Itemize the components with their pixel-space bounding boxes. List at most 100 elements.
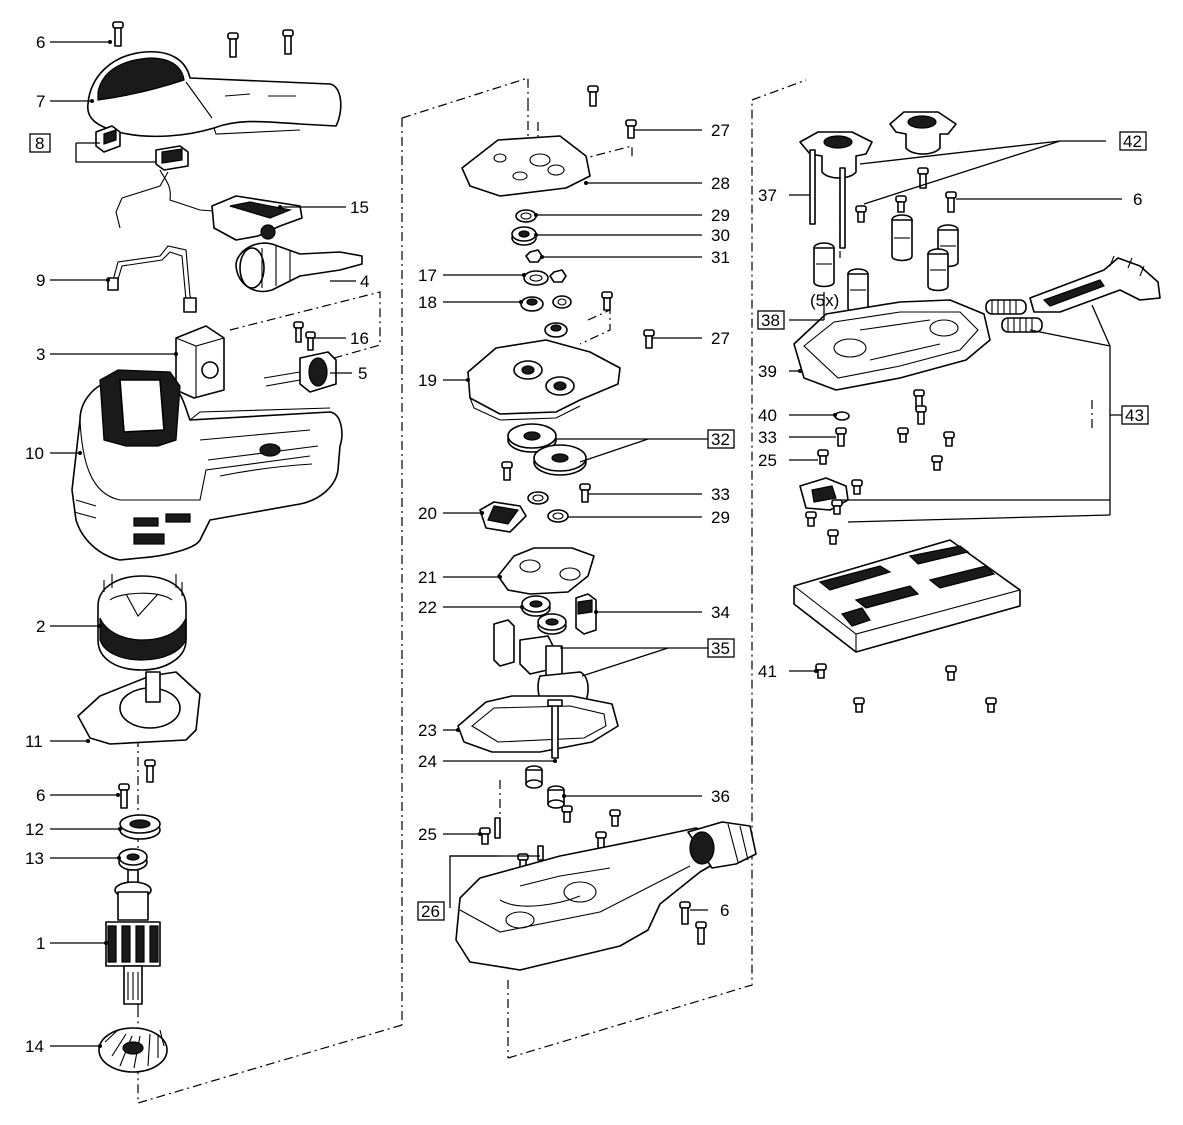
pad-carrier-39 (793, 299, 991, 391)
gears-32 (507, 423, 587, 476)
bearing-housing-42-a (799, 131, 873, 179)
screw-middle-2 (501, 461, 513, 481)
screw-middle-1 (601, 291, 613, 311)
screw-right-g (943, 431, 955, 447)
spring-43-b (1001, 317, 1043, 333)
damper-38-d (927, 248, 949, 292)
nut-31 (525, 249, 543, 263)
screw-right-f (897, 427, 909, 443)
washer-middle (527, 491, 549, 505)
callout-6-right: 6 (1133, 190, 1142, 209)
callout-40: 40 (758, 406, 777, 425)
callout-16: 16 (350, 329, 369, 348)
housing-cover-7 (87, 51, 342, 138)
callout-1: 1 (36, 934, 45, 953)
callout-32: 32 (711, 430, 730, 449)
fan-14 (98, 1027, 168, 1073)
screw-lower-a (561, 805, 573, 823)
callout-26: 26 (421, 902, 440, 921)
callout-6-bottom: 6 (720, 901, 729, 920)
screw-6-bottom-b (695, 921, 707, 945)
screw-25-right (817, 449, 829, 465)
pin-26-a (494, 817, 501, 839)
spring-43-a (985, 299, 1027, 315)
stator-2 (97, 574, 187, 671)
callout-39: 39 (758, 362, 777, 381)
bearing-middle (544, 322, 568, 338)
screw-right-a (855, 205, 867, 223)
callout-31: 31 (711, 248, 730, 267)
callout-28: 28 (711, 174, 730, 193)
callout-20: 20 (418, 504, 437, 523)
screw-top-middle-column (587, 85, 599, 107)
callout-33-right: 33 (758, 428, 777, 447)
screw-41-b (945, 665, 957, 681)
callout-23: 23 (418, 721, 437, 740)
callout-12: 12 (25, 820, 44, 839)
callout-22: 22 (418, 598, 437, 617)
clamp-parts (799, 477, 863, 545)
gasket-23 (457, 695, 619, 753)
block-34 (575, 593, 597, 635)
pin-24 (547, 699, 563, 759)
callout-5: 5 (358, 364, 367, 383)
leader-lines (50, 41, 1124, 1047)
callout-8-box: 8 (29, 133, 51, 153)
washer-17 (523, 269, 567, 286)
screw-top-middle (227, 32, 239, 58)
block-20 (479, 501, 527, 533)
switch-parts-8 (95, 125, 189, 171)
callout-41: 41 (758, 662, 777, 681)
switch-assembly-15 (115, 169, 303, 241)
bearing-30 (511, 226, 537, 246)
callout-25-right: 25 (758, 451, 777, 470)
callout-34: 34 (711, 603, 730, 622)
screw-33-middle (579, 483, 591, 503)
screw-lower-c (595, 831, 607, 849)
damper-38-a (813, 242, 835, 288)
callout-7: 7 (36, 92, 45, 111)
armature-1 (105, 869, 161, 1005)
screw-27-middle (643, 329, 655, 349)
callout-15: 15 (350, 198, 369, 217)
callout-42-box: 42 (1119, 131, 1147, 151)
pin-26-b (537, 845, 544, 861)
module-3 (175, 325, 225, 399)
callout-21: 21 (418, 568, 437, 587)
callout-38: 38 (761, 311, 780, 330)
callout-24: 24 (418, 752, 437, 771)
callout-29-lower: 29 (711, 508, 730, 527)
screw-25-lower (479, 827, 491, 845)
callout-labels: 6 7 8 15 9 4 16 3 5 10 2 11 6 12 13 1 14… (25, 33, 1149, 1056)
sanding-pad (793, 539, 1021, 653)
callout-11: 11 (25, 732, 43, 751)
callout-2: 2 (36, 617, 45, 636)
callout-43: 43 (1125, 406, 1144, 425)
motor-housing-10 (71, 369, 343, 561)
plate-28 (461, 135, 591, 197)
callout-32-box: 32 (707, 429, 735, 449)
callout-27-middle: 27 (711, 329, 730, 348)
link-21 (497, 547, 595, 595)
eccentric-shafts-35 (493, 619, 589, 709)
damper-38-b (891, 214, 913, 262)
connector-5 (263, 351, 337, 393)
callout-8: 8 (35, 134, 44, 153)
damper-38-e (847, 268, 869, 314)
bushing-middle-1 (525, 765, 543, 789)
gear-housing-19 (467, 339, 621, 421)
washer-29-lower (547, 509, 569, 523)
callout-37: 37 (758, 186, 777, 205)
callout-35-box: 35 (707, 638, 735, 658)
callout-14: 14 (25, 1037, 44, 1056)
callout-6-lower: 6 (36, 786, 45, 805)
screw-6-bottom-a (679, 901, 691, 925)
screw-27-top (625, 119, 637, 139)
callout-19: 19 (418, 371, 437, 390)
leader-dots (78, 40, 837, 1048)
motor-plate-11 (77, 671, 201, 745)
callout-33-middle: 33 (711, 485, 730, 504)
washer-40 (834, 411, 850, 421)
bushing-36 (547, 785, 565, 809)
bearing-housing-42-b (889, 111, 957, 155)
